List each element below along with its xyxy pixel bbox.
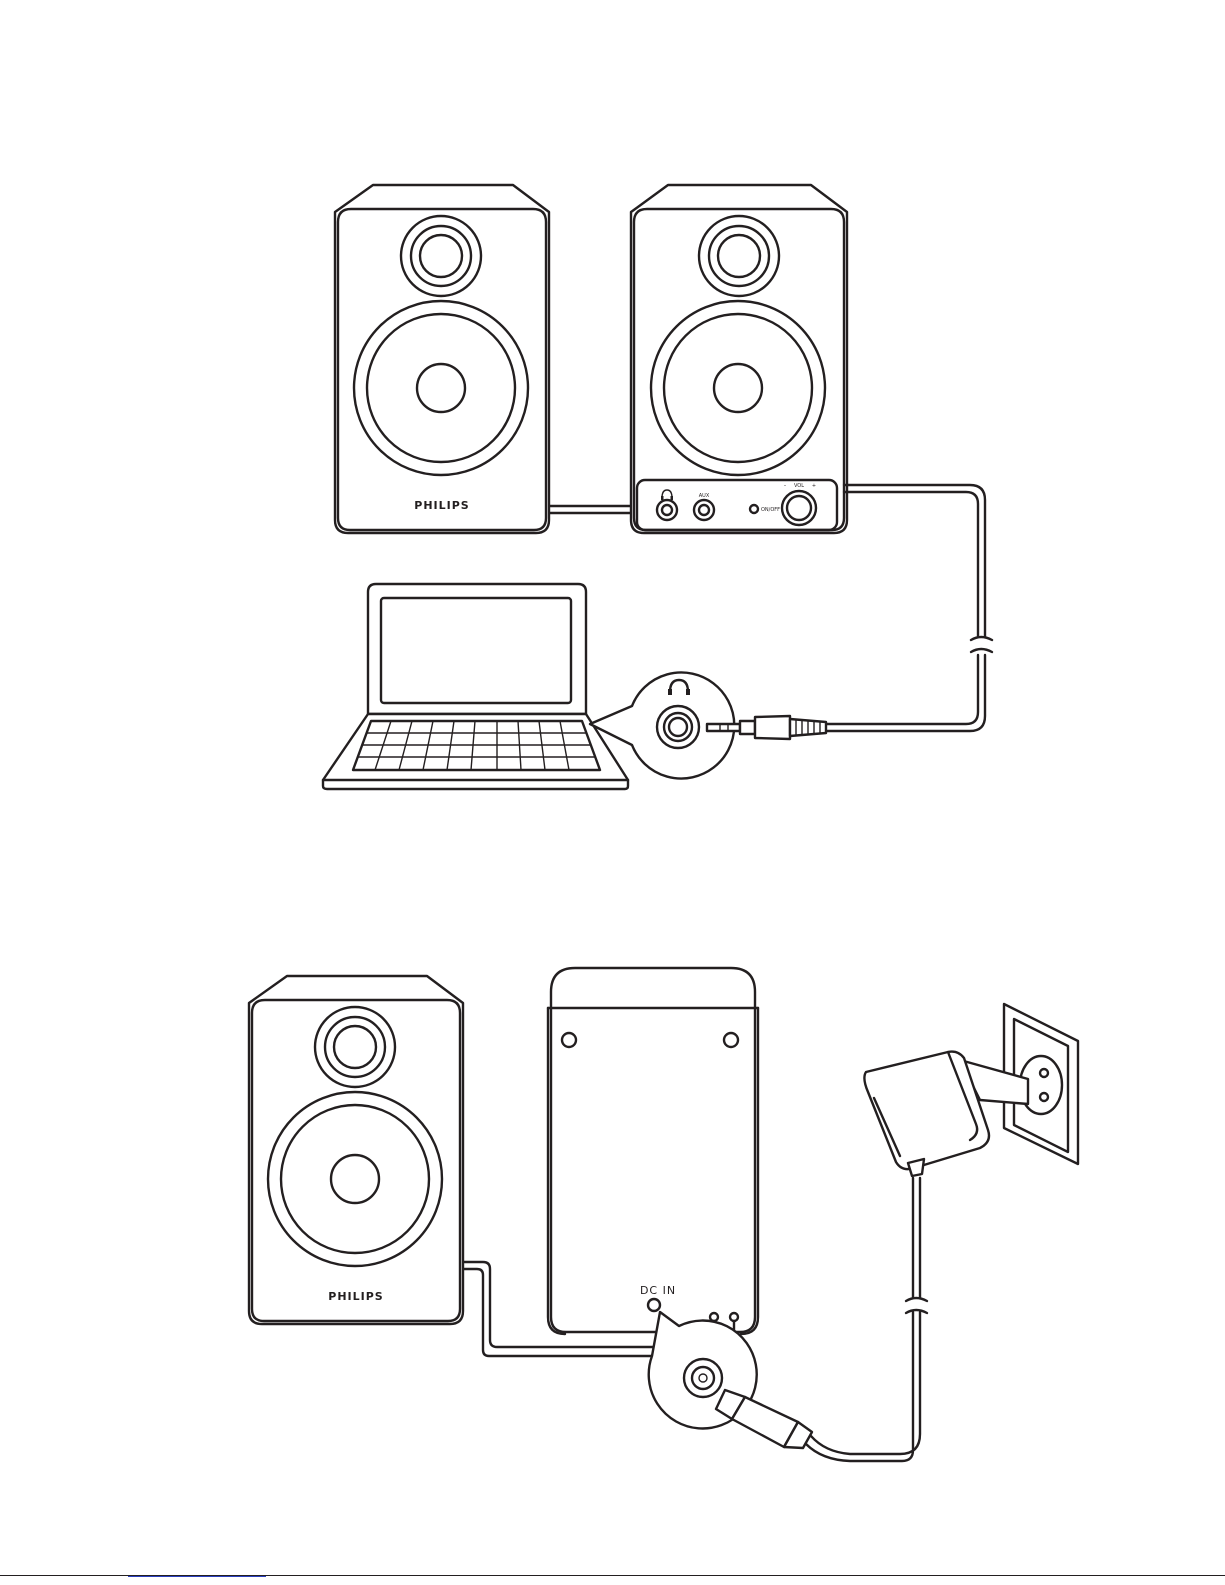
power-label: ON/OFF (761, 507, 780, 513)
passive-speaker-bottom: PHILIPS (249, 976, 463, 1324)
laptop (323, 584, 628, 789)
aux-label: AUX (699, 493, 710, 499)
power-cable (806, 1178, 927, 1461)
figure-audio-connection: PHILIPS AUX (323, 185, 992, 789)
dc-in-label: DC IN (640, 1284, 676, 1297)
audio-cable (826, 485, 992, 731)
passive-speaker-top: PHILIPS (335, 185, 549, 533)
active-speaker-rear: DC IN (548, 968, 758, 1334)
brand-logo: PHILIPS (328, 1290, 383, 1303)
speaker-link-cable (546, 506, 637, 513)
volume-label: VOL (794, 483, 804, 489)
active-speaker-top: AUX ON/OFF – VOL + (631, 185, 847, 533)
brand-logo: PHILIPS (414, 499, 469, 512)
volume-plus-label: + (812, 483, 816, 489)
figure-power-connection: PHILIPS DC IN (249, 968, 1078, 1461)
dc-plug (716, 1390, 812, 1448)
page-footer-marker (128, 1576, 266, 1577)
